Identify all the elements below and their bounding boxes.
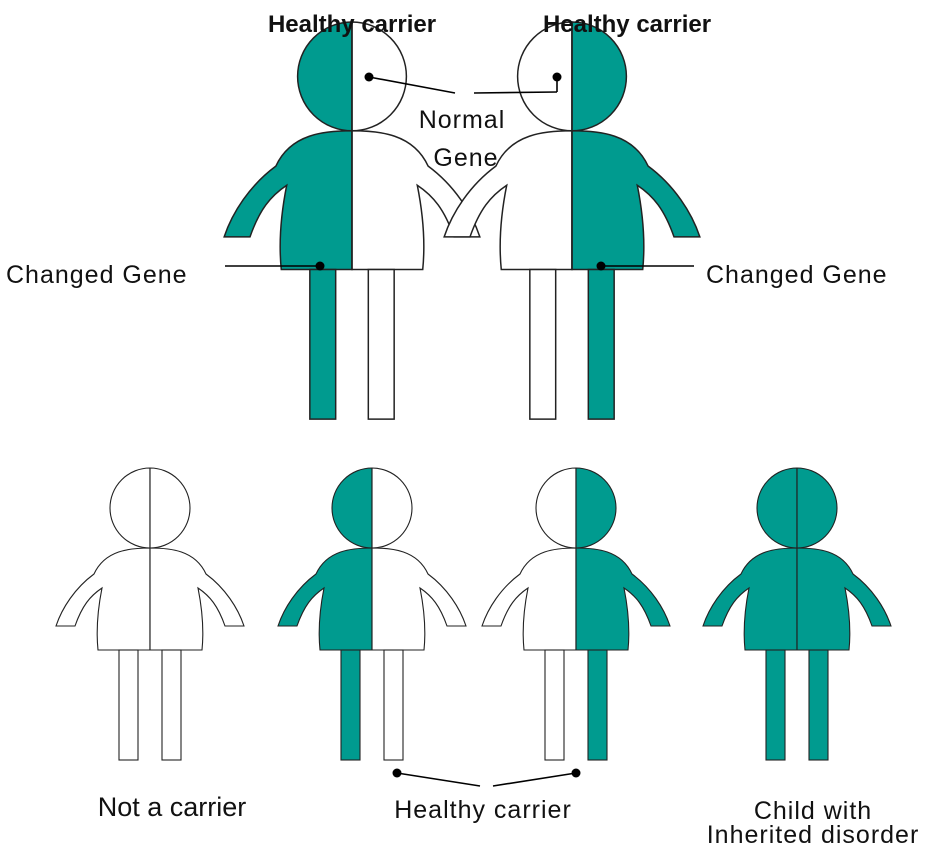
pointer-line-carrier-right xyxy=(493,773,576,786)
body-half xyxy=(56,548,150,650)
head-half xyxy=(298,22,352,131)
figure-child-not-carrier-left-half xyxy=(56,468,150,760)
head-half xyxy=(797,468,837,548)
head-half xyxy=(572,22,626,131)
head-half xyxy=(110,468,150,548)
normal-gene-label-line1: Normal xyxy=(419,106,506,134)
pointer-line-carrier-left xyxy=(397,773,480,786)
figure-child-carrier-1-right-half xyxy=(372,468,466,760)
leg xyxy=(766,650,785,760)
body-half xyxy=(224,131,352,270)
head-half xyxy=(352,22,406,131)
leg xyxy=(310,270,336,420)
healthy-carrier-children-label: Healthy carrier xyxy=(394,796,572,824)
figure-parent-left xyxy=(224,22,480,419)
body-half xyxy=(797,548,891,650)
leg xyxy=(588,270,614,420)
figure-child-affected xyxy=(703,468,891,760)
leg xyxy=(341,650,360,760)
head-half xyxy=(518,22,572,131)
body-half xyxy=(482,548,576,650)
leg xyxy=(809,650,828,760)
leg xyxy=(588,650,607,760)
leg xyxy=(530,270,556,420)
head-half xyxy=(372,468,412,548)
figure-child-affected-left-half xyxy=(703,468,797,760)
head-half xyxy=(576,468,616,548)
leg xyxy=(368,270,394,420)
figure-child-carrier-1-left-half xyxy=(278,468,372,760)
head-half xyxy=(757,468,797,548)
figure-child-not-carrier xyxy=(56,468,244,760)
body-half xyxy=(150,548,244,650)
body-half xyxy=(572,131,700,270)
figure-child-carrier-2 xyxy=(482,468,670,760)
figure-child-not-carrier-right-half xyxy=(150,468,244,760)
pointer-line-normal-right xyxy=(474,92,557,93)
parent-left-label: Healthy carrier xyxy=(268,11,436,38)
normal-gene-label-line2: Gene xyxy=(433,144,498,172)
disorder-label-line2: Inherited disorder xyxy=(707,821,920,849)
figure-child-affected-right-half xyxy=(797,468,891,760)
leg xyxy=(119,650,138,760)
changed-gene-left-label: Changed Gene xyxy=(6,261,188,289)
leg xyxy=(545,650,564,760)
leg xyxy=(384,650,403,760)
parent-right-label: Healthy carrier xyxy=(543,11,711,38)
figure-parent-right-left-half xyxy=(444,22,572,419)
not-carrier-label: Not a carrier xyxy=(98,792,247,822)
figure-child-carrier-2-right-half xyxy=(576,468,670,760)
leg xyxy=(162,650,181,760)
figure-child-carrier-1 xyxy=(278,468,466,760)
changed-gene-right-label: Changed Gene xyxy=(706,261,888,289)
figure-parent-left-left-half xyxy=(224,22,352,419)
body-half xyxy=(703,548,797,650)
body-half xyxy=(576,548,670,650)
figure-parent-right-right-half xyxy=(572,22,700,419)
head-half xyxy=(536,468,576,548)
figure-child-carrier-2-left-half xyxy=(482,468,576,760)
figure-parent-right xyxy=(444,22,700,419)
head-half xyxy=(150,468,190,548)
head-half xyxy=(332,468,372,548)
body-half xyxy=(278,548,372,650)
body-half xyxy=(372,548,466,650)
